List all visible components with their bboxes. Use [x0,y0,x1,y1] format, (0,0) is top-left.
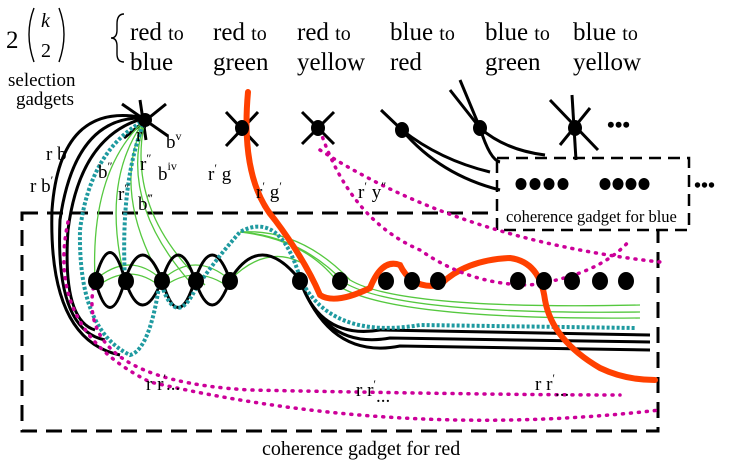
svg-text:red to: red to [213,19,267,46]
svg-text:blue to: blue to [390,19,455,46]
rr-label-1: r r′... [146,371,180,395]
label-rb: r b [46,144,67,165]
binomial-header: 2 k 2 selection gadgets [6,7,125,110]
blue-gadget-vertex [543,178,555,190]
blue-gadget-vertex [599,178,611,190]
red-gadget-vertex [292,272,308,290]
coherence-blue-vertices [515,178,650,190]
label-rb-prime: r b′ [30,173,54,197]
svg-text:yellow: yellow [573,49,641,76]
svg-text:green: green [213,49,269,76]
red-gadget-vertex [510,272,526,290]
label-r-dprime: r″ [136,122,147,146]
blue-gadget-vertex [529,178,541,190]
red-path [243,89,658,383]
label-r-dprime2: r″ [140,151,151,175]
red-gadget-vertex [188,272,204,290]
binomial-top: k [41,10,51,32]
binomial-left-paren [28,7,35,63]
red-gadget-vertex [592,272,608,290]
red-gadget-vertex [430,272,446,290]
binomial-coefficient: 2 [6,27,19,54]
svg-text:green: green [485,49,541,76]
column-blue-to-yellow: blue to yellow [573,19,641,76]
red-gadget-vertex [618,272,634,290]
selection-label: selection [8,70,76,91]
label-b-tprime: b‴ [138,191,153,215]
column-red-to-yellow: red to yellow [297,19,365,76]
teal-path [77,118,636,358]
rr-label-3: r r′... [535,371,569,401]
coherence-red-label: coherence gadget for red [262,438,460,460]
red-gadget-vertex [332,272,348,290]
curly-brace [110,13,125,63]
label-r-dprime3: r″ [118,181,129,205]
label-rg-prime2: r′ g′ [256,179,282,203]
svg-text:blue to: blue to [485,19,550,46]
coherence-red-vertices [88,272,634,290]
red-gadget-vertex [222,272,238,290]
svg-text:red to: red to [130,19,184,46]
gadget-blue-green [448,79,546,164]
coherence-blue-ellipsis: ••• [694,175,715,197]
label-b-dprime: b″ [98,159,113,183]
blue-gadget-vertex [515,178,527,190]
blue-gadget-vertex [638,178,650,190]
binomial-bottom: 2 [41,40,51,62]
column-blue-to-green: blue to green [485,19,550,76]
column-blue-to-red: blue to red [390,19,455,76]
gadget-junction-vertices [138,113,582,138]
svg-text:blue: blue [130,49,173,76]
column-red-to-green: red to green [213,19,269,76]
rr-labels: r r′... r r′... r r′... [146,371,569,407]
blue-gadget-vertex [625,178,637,190]
edge-labels: r b r b′ r″ bv b″ r″ biv r″ b‴ r′ g r′ g… [30,122,386,215]
label-ry: r′ y″ [358,179,386,203]
red-gadget-vertex [118,272,134,290]
label-b-iv: biv [158,159,177,185]
blue-gadget-vertex [557,178,569,190]
coherence-blue-box [495,156,691,232]
red-gadget-vertex [88,272,104,290]
red-gadget-vertex [154,272,170,290]
magenta-dotted-edges [62,128,662,422]
coherence-blue-label: coherence gadget for blue [506,207,677,226]
svg-text:yellow: yellow [297,49,365,76]
svg-text:red to: red to [297,19,351,46]
red-gadget-vertex [564,272,580,290]
red-gadget-vertex [404,272,420,290]
binomial-right-paren [58,7,65,63]
red-gadget-vertex [536,272,552,290]
column-labels: red to blue red to green red to yellow b… [130,19,641,137]
column-red-to-blue: red to blue [130,19,184,76]
blue-gadget-vertex [612,178,624,190]
rr-label-2: r r′... [356,377,390,407]
gadgets-label: gadgets [16,89,74,110]
label-b-v: bv [166,129,182,153]
svg-text:blue to: blue to [573,19,638,46]
label-rg-prime: r′ g [208,161,232,185]
red-gadget-vertex [378,272,394,290]
header-ellipsis: ••• [607,112,630,137]
svg-text:red: red [390,49,422,76]
